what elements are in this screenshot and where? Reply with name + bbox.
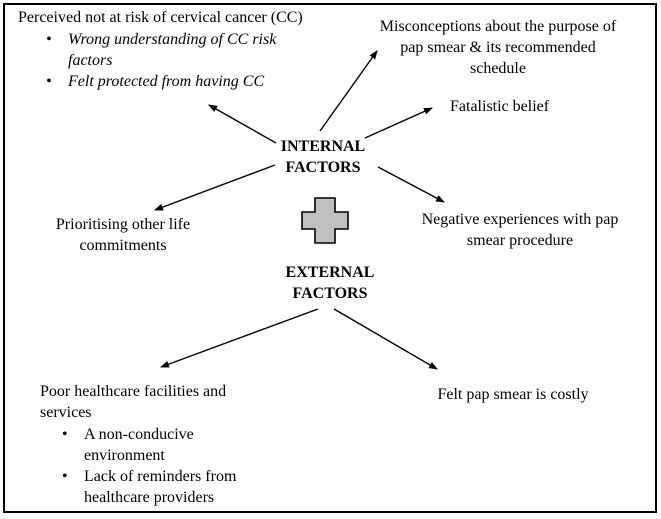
- node-perceived-not-at-risk: Perceived not at risk of cervical cancer…: [18, 7, 340, 92]
- bullet-icon: •: [62, 426, 68, 443]
- list-item: • Lack of reminders from healthcare prov…: [62, 466, 300, 508]
- node-misconceptions: Misconceptions about the purpose of pap …: [379, 18, 617, 77]
- arrow-internal-to-perceived: [208, 104, 277, 144]
- node-negative-experiences: Negative experiences with pap smear proc…: [421, 211, 619, 249]
- node-perceived-title: Perceived not at risk of cervical cancer…: [18, 9, 303, 26]
- bullet-text: Lack of reminders from healthcare provid…: [84, 468, 237, 506]
- arrow-internal-to-negative: [377, 166, 445, 203]
- bullet-text: Wrong understanding of CC risk factors: [68, 31, 277, 69]
- node-fatalistic-belief: Fatalistic belief: [450, 98, 550, 115]
- bullet-icon: •: [62, 468, 68, 485]
- hub-internal-factors: INTERNAL FACTORS: [280, 138, 366, 176]
- hub-external-factors: EXTERNAL FACTORS: [285, 264, 375, 302]
- node-poor-facilities-title: Poor healthcare facilities and services: [40, 383, 227, 421]
- list-item: • A non-conducive environment: [62, 424, 300, 466]
- arrow-internal-to-prioritising: [154, 164, 276, 211]
- bullet-text: A non-conducive environment: [84, 426, 194, 464]
- node-prioritising-commitments: Prioritising other life commitments: [55, 216, 191, 254]
- list-item: • Felt protected from having CC: [46, 71, 340, 92]
- node-felt-costly: Felt pap smear is costly: [437, 386, 589, 403]
- list-item: • Wrong understanding of CC risk factors: [46, 29, 340, 71]
- bullet-icon: •: [46, 31, 52, 48]
- arrow-external-to-facilities: [160, 308, 319, 368]
- node-poor-facilities: Poor healthcare facilities and services …: [40, 381, 300, 508]
- medical-cross-icon: [301, 197, 349, 244]
- bullet-icon: •: [46, 73, 52, 90]
- arrow-internal-to-fatalistic: [364, 107, 433, 139]
- arrow-external-to-costly: [333, 308, 438, 370]
- arrow-internal-to-misconceptions: [319, 50, 378, 132]
- bullet-text: Felt protected from having CC: [68, 73, 265, 90]
